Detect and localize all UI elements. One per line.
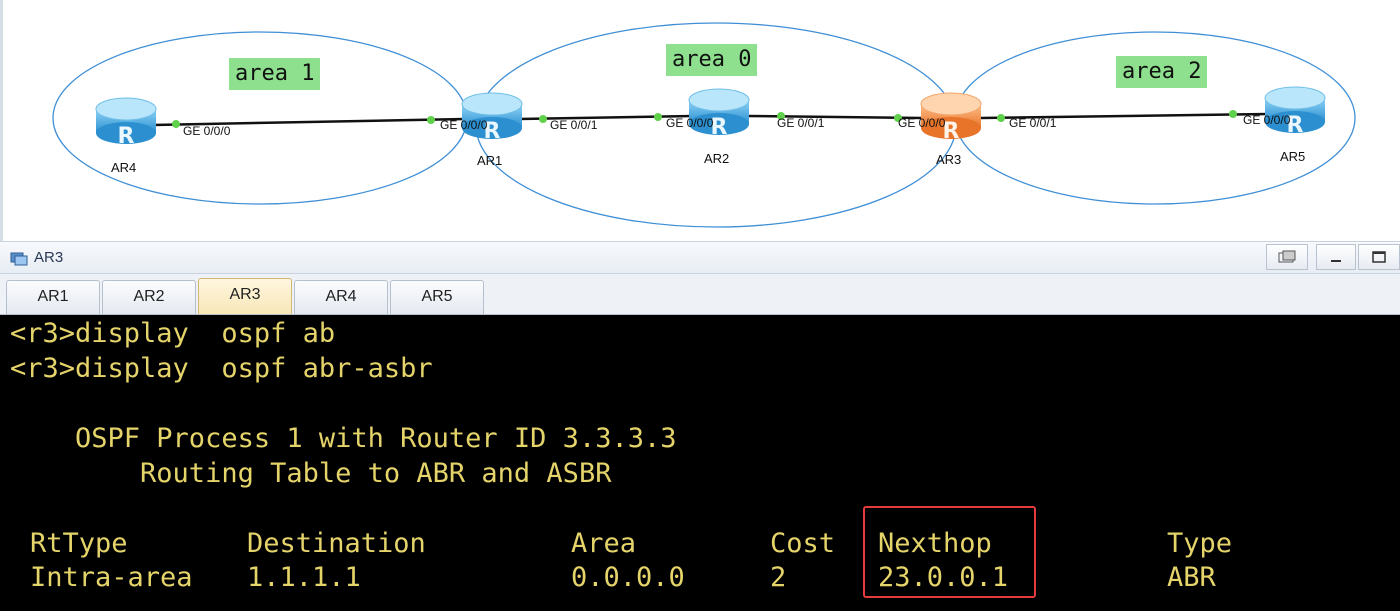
console-titlebar[interactable]: AR3 — [0, 241, 1400, 274]
maximize-icon — [1372, 251, 1386, 263]
maximize-button[interactable] — [1358, 244, 1400, 270]
link-ar1-ar2[interactable] — [518, 114, 694, 121]
router-ar3-icon[interactable]: R — [920, 92, 982, 144]
link-ar3-ar5[interactable] — [980, 112, 1269, 120]
router-window-icon — [10, 252, 28, 266]
table-header-area: Area — [571, 528, 637, 559]
console-tab-bar: AR1 AR2 AR3 AR4 AR5 — [0, 274, 1400, 315]
port-label-ar2-ge001: GE 0/0/1 — [777, 116, 825, 130]
table-header-nexthop: Nexthop — [878, 528, 992, 559]
router-ar1-icon[interactable]: R — [461, 92, 523, 144]
tab-ar3[interactable]: AR3 — [198, 278, 292, 314]
terminal-line: Routing Table to ABR and ASBR — [10, 458, 612, 489]
restore-button[interactable] — [1266, 244, 1308, 270]
restore-icon — [1278, 250, 1296, 263]
table-header-type: Type — [1167, 528, 1233, 559]
minimize-icon — [1331, 260, 1341, 262]
port-dot — [654, 113, 662, 121]
table-cell-destination: 1.1.1.1 — [247, 562, 361, 593]
router-label-ar4: AR4 — [111, 160, 137, 175]
area-2-label: area 2 — [1116, 56, 1208, 88]
router-label-ar5: AR5 — [1280, 149, 1306, 164]
table-header-rttype: RtType — [30, 528, 128, 559]
link-ar2-ar3[interactable] — [746, 114, 924, 120]
port-label-ar3-ge001: GE 0/0/1 — [1009, 116, 1057, 130]
port-dot — [172, 120, 180, 128]
port-label-ar5-ge000: GE 0/0/0 — [1243, 113, 1291, 127]
tab-ar1[interactable]: AR1 — [6, 280, 100, 314]
router-ar2-icon[interactable]: R — [688, 88, 750, 140]
table-cell-area: 0.0.0.0 — [571, 562, 685, 593]
area-1-label: area 1 — [229, 58, 321, 90]
terminal-line: OSPF Process 1 with Router ID 3.3.3.3 — [10, 423, 677, 454]
terminal-line: <r3>display ospf ab — [10, 318, 336, 349]
port-label-ar1-ge001: GE 0/0/1 — [550, 118, 598, 132]
svg-text:R: R — [484, 119, 501, 144]
port-dot — [1229, 110, 1237, 118]
tab-ar2[interactable]: AR2 — [102, 280, 196, 314]
console-title: AR3 — [34, 249, 64, 266]
router-label-ar2: AR2 — [704, 151, 730, 166]
terminal-line: <r3>display ospf abr-asbr — [10, 353, 433, 384]
port-label-ar1-ge000: GE 0/0/0 — [440, 118, 488, 132]
port-dot — [427, 116, 435, 124]
router-ar5-icon[interactable]: R — [1264, 86, 1326, 138]
port-dot — [894, 114, 902, 122]
svg-text:R: R — [711, 115, 728, 140]
console-terminal[interactable]: <r3>display ospf ab <r3>display ospf abr… — [0, 315, 1400, 611]
port-dot — [997, 114, 1005, 122]
link-ar4-ar1[interactable] — [152, 117, 466, 127]
port-dot — [539, 115, 547, 123]
minimize-button[interactable] — [1316, 244, 1356, 270]
table-cell-rttype: Intra-area — [30, 562, 193, 593]
port-label-ar4-ge000: GE 0/0/0 — [183, 124, 231, 138]
svg-text:R: R — [118, 124, 135, 149]
topology-canvas[interactable]: R R R R R area 1 area 0 area 2 GE — [0, 0, 1400, 241]
router-label-ar3: AR3 — [936, 152, 962, 167]
port-dot — [777, 112, 785, 120]
port-label-ar3-ge000: GE 0/0/0 — [898, 116, 946, 130]
topology-diagram: R R R R R — [52, 22, 1356, 228]
router-label-ar1: AR1 — [477, 153, 503, 168]
table-header-destination: Destination — [247, 528, 426, 559]
area-0-label: area 0 — [666, 44, 758, 76]
nexthop-highlight-box — [863, 506, 1036, 598]
tab-ar4[interactable]: AR4 — [294, 280, 388, 314]
svg-text:R: R — [943, 119, 960, 144]
router-ar4-icon[interactable]: R — [95, 97, 157, 149]
svg-text:R: R — [1287, 113, 1304, 138]
port-label-ar2-ge000: GE 0/0/0 — [666, 116, 714, 130]
table-cell-nexthop: 23.0.0.1 — [878, 562, 1009, 593]
table-cell-type: ABR — [1167, 562, 1216, 593]
table-cell-cost: 2 — [770, 562, 787, 593]
table-header-cost: Cost — [770, 528, 836, 559]
tab-ar5[interactable]: AR5 — [390, 280, 484, 314]
